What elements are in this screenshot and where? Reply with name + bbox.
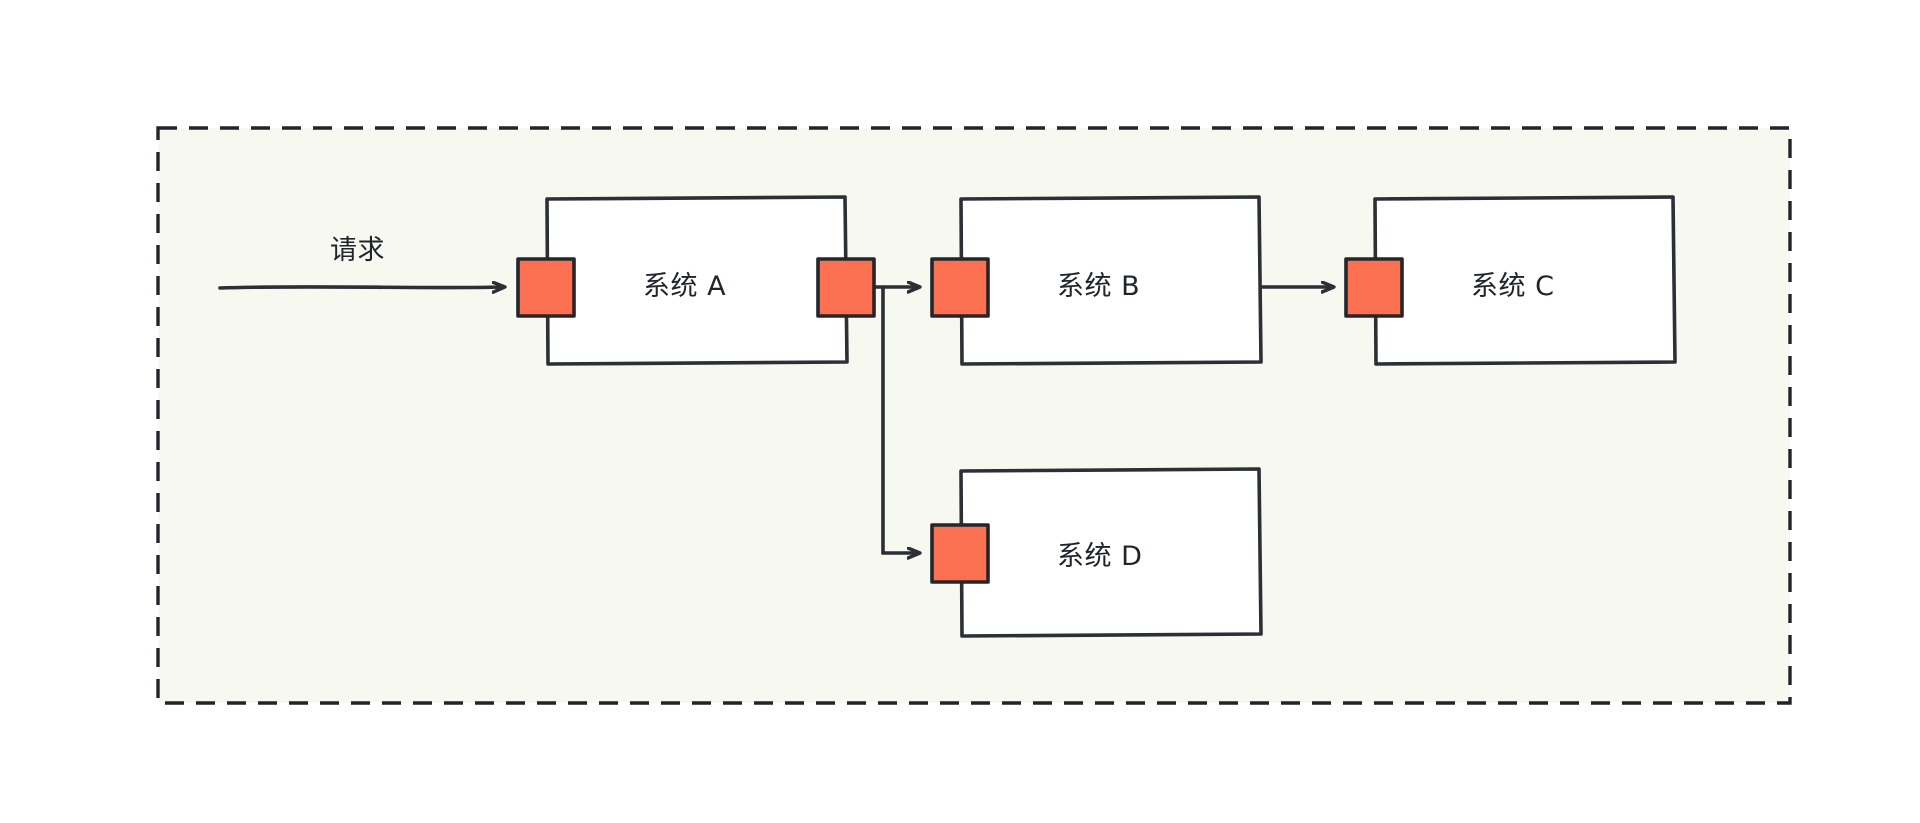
port-c-in[interactable] [1344, 257, 1404, 318]
node-label-system-a: 系统 A [643, 271, 727, 302]
port-b-in[interactable] [930, 257, 990, 318]
port-a-out[interactable] [816, 257, 876, 318]
edge-request-to-a [218, 287, 503, 288]
port-a-in[interactable] [516, 257, 576, 318]
node-label-system-d: 系统 D [1057, 541, 1143, 572]
node-label-system-b: 系统 B [1057, 271, 1141, 302]
port-d-in[interactable] [930, 523, 990, 584]
node-label-system-c: 系统 C [1471, 271, 1555, 302]
edge-label-request: 请求 [330, 235, 385, 266]
